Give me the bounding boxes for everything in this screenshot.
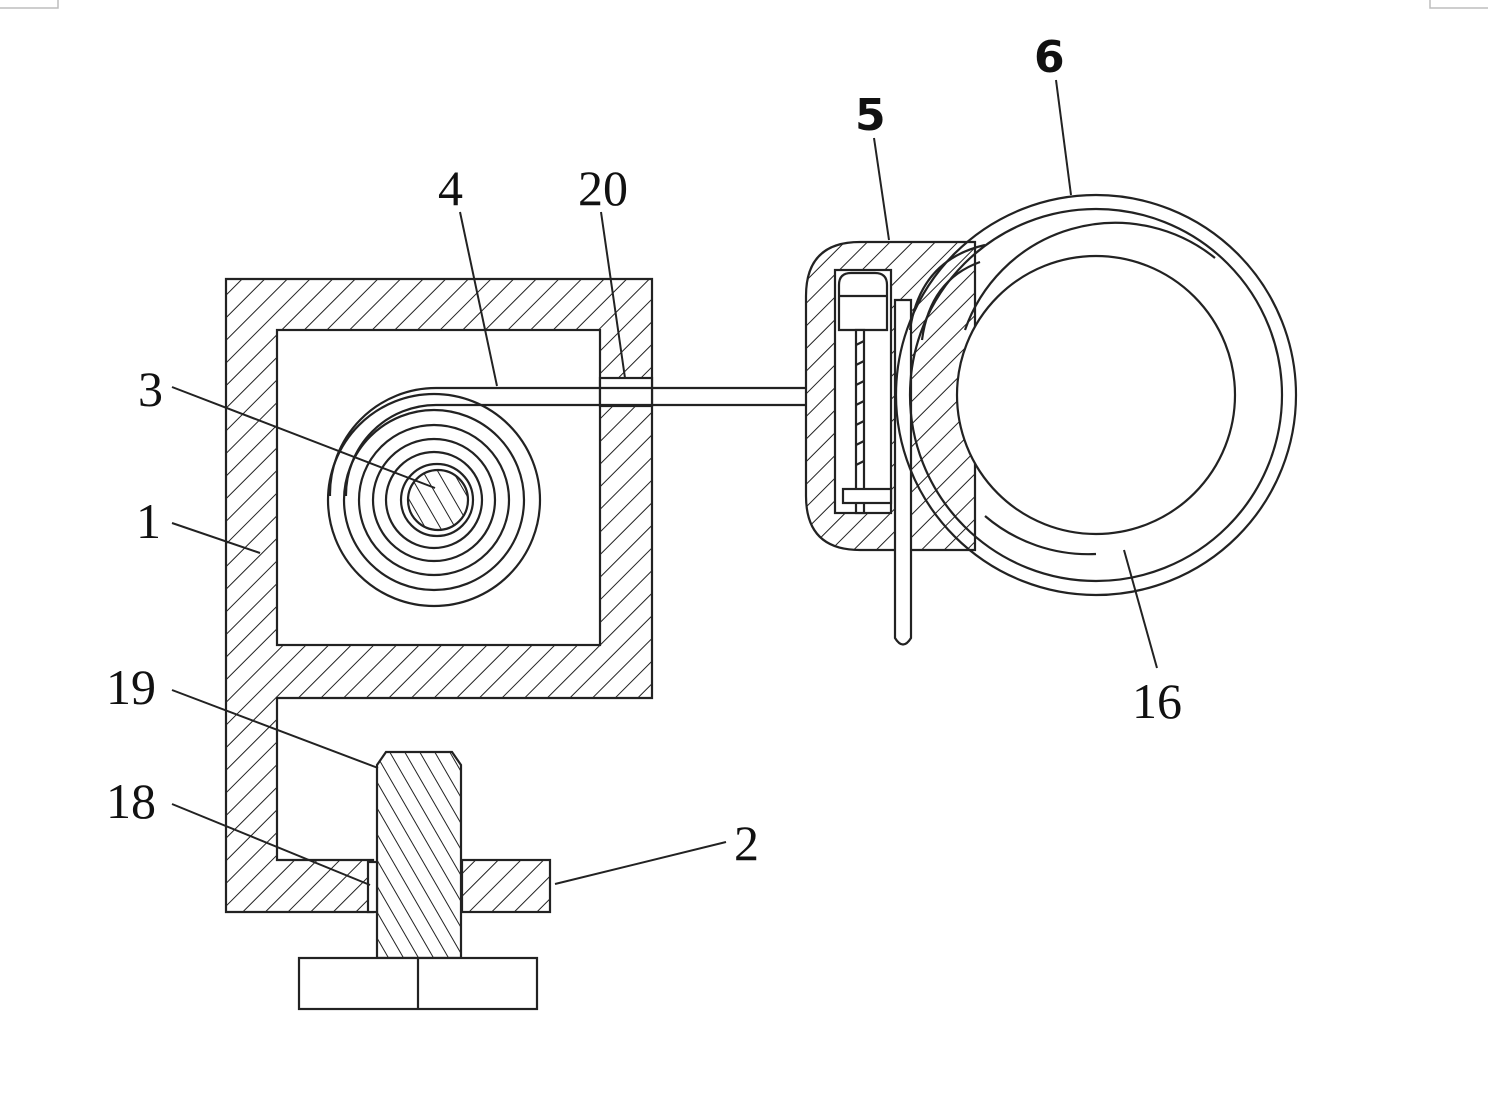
callout-4: 4: [438, 160, 463, 216]
leader-20: [600, 211, 626, 379]
leader-19: [171, 689, 379, 769]
callout-6: 6: [1034, 32, 1065, 83]
callout-1: 1: [136, 493, 161, 549]
leader-1: [171, 522, 261, 554]
leader-18: [171, 803, 371, 886]
threaded-bolt: [297, 750, 539, 1011]
spiral-spring: [326, 392, 542, 608]
leader-6: [1055, 79, 1072, 196]
cable-strip: [328, 386, 806, 497]
leader-3: [171, 386, 436, 489]
callout-16: 16: [1132, 673, 1182, 729]
callout-labels: 1 2 3 4 5 6 16 18 19 20: [106, 32, 1182, 871]
callout-2: 2: [734, 815, 759, 871]
leader-5: [873, 137, 890, 241]
spring-hub: [406, 468, 470, 532]
callout-5: 5: [855, 90, 886, 141]
bolt-washer: [366, 860, 379, 914]
bottom-flange: [460, 858, 552, 914]
slider-cap: [837, 271, 889, 332]
crop-marks: [0, 0, 1488, 9]
callout-3: 3: [138, 361, 163, 417]
leader-4: [459, 211, 498, 387]
clip-tongue: [893, 298, 913, 646]
callout-18: 18: [106, 773, 156, 829]
callout-20: 20: [578, 160, 628, 216]
wall-fitting: [598, 376, 654, 408]
screw-threads: [855, 340, 865, 466]
leader-16: [1123, 549, 1158, 669]
clamp-block: [804, 240, 977, 646]
callout-19: 19: [106, 659, 156, 715]
leader-lines: [171, 79, 1158, 886]
leader-2: [554, 841, 727, 885]
inner-ring: [955, 254, 1237, 536]
outer-ring: [894, 193, 1298, 597]
ring-assembly: [894, 193, 1298, 597]
